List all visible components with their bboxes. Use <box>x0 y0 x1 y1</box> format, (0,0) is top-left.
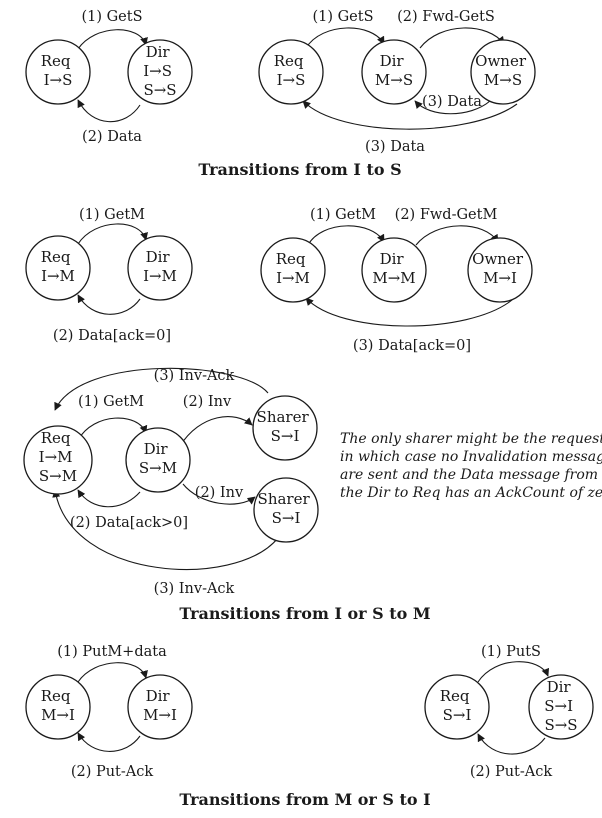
section-title-i-to-s: Transitions from I to S <box>198 160 401 179</box>
edge-label-e-data: (2) Data[ack>0] <box>70 515 188 531</box>
label-d-owner: Owner M→I <box>472 250 528 287</box>
edge-label-b-data-dir: (3) Data <box>422 94 482 110</box>
edge-g-putack <box>477 733 546 755</box>
edge-label-e-getm: (1) GetM <box>78 394 144 410</box>
label-e-sharer1: Sharer S→I <box>257 408 314 445</box>
edge-f-putm <box>77 662 148 683</box>
edge-f-putack <box>77 732 141 752</box>
edge-label-c-data: (2) Data[ack=0] <box>53 328 171 344</box>
edge-label-b-data-req: (3) Data <box>365 139 425 155</box>
label-e-dir: Dir S→M <box>139 440 177 477</box>
edge-b-data-dir <box>414 100 491 115</box>
edge-c-data <box>77 294 141 315</box>
node-e-sharer2 <box>253 477 319 543</box>
edge-label-e-inv2: (2) Inv <box>195 485 244 501</box>
edge-b-gets <box>305 27 385 49</box>
edge-label-d-data: (3) Data[ack=0] <box>353 338 471 354</box>
node-e-sharer1 <box>252 395 318 461</box>
node-g-req <box>424 674 490 740</box>
note-text: The only sharer might be the requestor, … <box>340 431 602 501</box>
node-e-dir <box>125 427 191 493</box>
node-b-owner <box>470 39 536 105</box>
edge-label-e-invack-top: (3) Inv-Ack <box>154 368 235 384</box>
edge-e-getm <box>77 417 148 441</box>
node-b-req <box>258 39 324 105</box>
node-d-req <box>260 237 326 303</box>
label-f-dir: Dir M→I <box>143 687 177 724</box>
node-f-dir <box>127 674 193 740</box>
section-title-i-or-s-to-m: Transitions from I or S to M <box>179 604 430 623</box>
edge-b-data-req <box>302 100 518 130</box>
edge-b-fwd <box>419 27 505 49</box>
label-a-req: Req I→S <box>41 52 76 89</box>
label-d-dir: Dir M→M <box>372 250 415 287</box>
edge-label-g-puts: (1) PutS <box>481 644 541 660</box>
edge-label-a-data: (2) Data <box>82 129 142 145</box>
node-f-req <box>25 674 91 740</box>
label-e-sharer2: Sharer S→I <box>258 490 315 527</box>
edge-e-data <box>77 489 141 508</box>
label-g-dir: Dir S→I S→S <box>544 678 578 734</box>
edge-e-inv2 <box>182 483 256 505</box>
edge-label-d-fwd: (2) Fwd-GetM <box>395 207 498 223</box>
node-a-dir <box>127 39 193 105</box>
edge-label-b-gets: (1) GetS <box>312 9 373 25</box>
node-d-owner <box>467 237 533 303</box>
edge-e-inv1 <box>179 416 253 447</box>
label-e-req: Req I→M S→M <box>39 429 78 485</box>
node-a-req <box>25 39 91 105</box>
label-c-req: Req I→M <box>41 248 76 285</box>
node-g-dir <box>528 674 594 740</box>
edge-a-gets <box>77 29 148 50</box>
edge-label-e-invack-bottom: (3) Inv-Ack <box>154 581 235 597</box>
edge-label-f-putack: (2) Put-Ack <box>71 764 154 780</box>
label-b-dir: Dir M→S <box>375 52 413 89</box>
label-c-dir: Dir I→M <box>143 248 177 285</box>
label-b-owner: Owner M→S <box>475 52 531 89</box>
section-title-m-or-s-to-i: Transitions from M or S to I <box>179 790 430 809</box>
edge-label-f-putm: (1) PutM+data <box>57 644 167 660</box>
node-c-dir <box>127 235 193 301</box>
label-b-req: Req I→S <box>274 52 309 89</box>
edge-e-invack-top <box>54 367 269 411</box>
node-d-dir <box>361 237 427 303</box>
node-b-dir <box>361 39 427 105</box>
edge-d-getm <box>307 225 385 246</box>
edge-label-c-getm: (1) GetM <box>79 207 145 223</box>
node-c-req <box>25 235 91 301</box>
label-g-req: Req S→I <box>440 687 475 724</box>
label-d-req: Req I→M <box>276 250 311 287</box>
edge-d-fwd <box>415 225 499 246</box>
edge-label-b-fwd: (2) Fwd-GetS <box>397 9 495 25</box>
node-e-req <box>23 425 93 495</box>
edge-g-puts <box>477 661 550 683</box>
edge-a-data <box>77 99 141 123</box>
label-a-dir: Dir I→S S→S <box>143 43 177 99</box>
edge-d-data <box>305 297 513 327</box>
edge-label-a-gets: (1) GetS <box>81 9 142 25</box>
edge-label-d-getm: (1) GetM <box>310 207 376 223</box>
edge-label-g-putack: (2) Put-Ack <box>470 764 553 780</box>
edge-label-e-inv1: (2) Inv <box>183 394 232 410</box>
edge-e-invack-bottom <box>52 489 279 570</box>
label-f-req: Req M→I <box>41 687 76 724</box>
edge-c-getm <box>77 223 148 245</box>
